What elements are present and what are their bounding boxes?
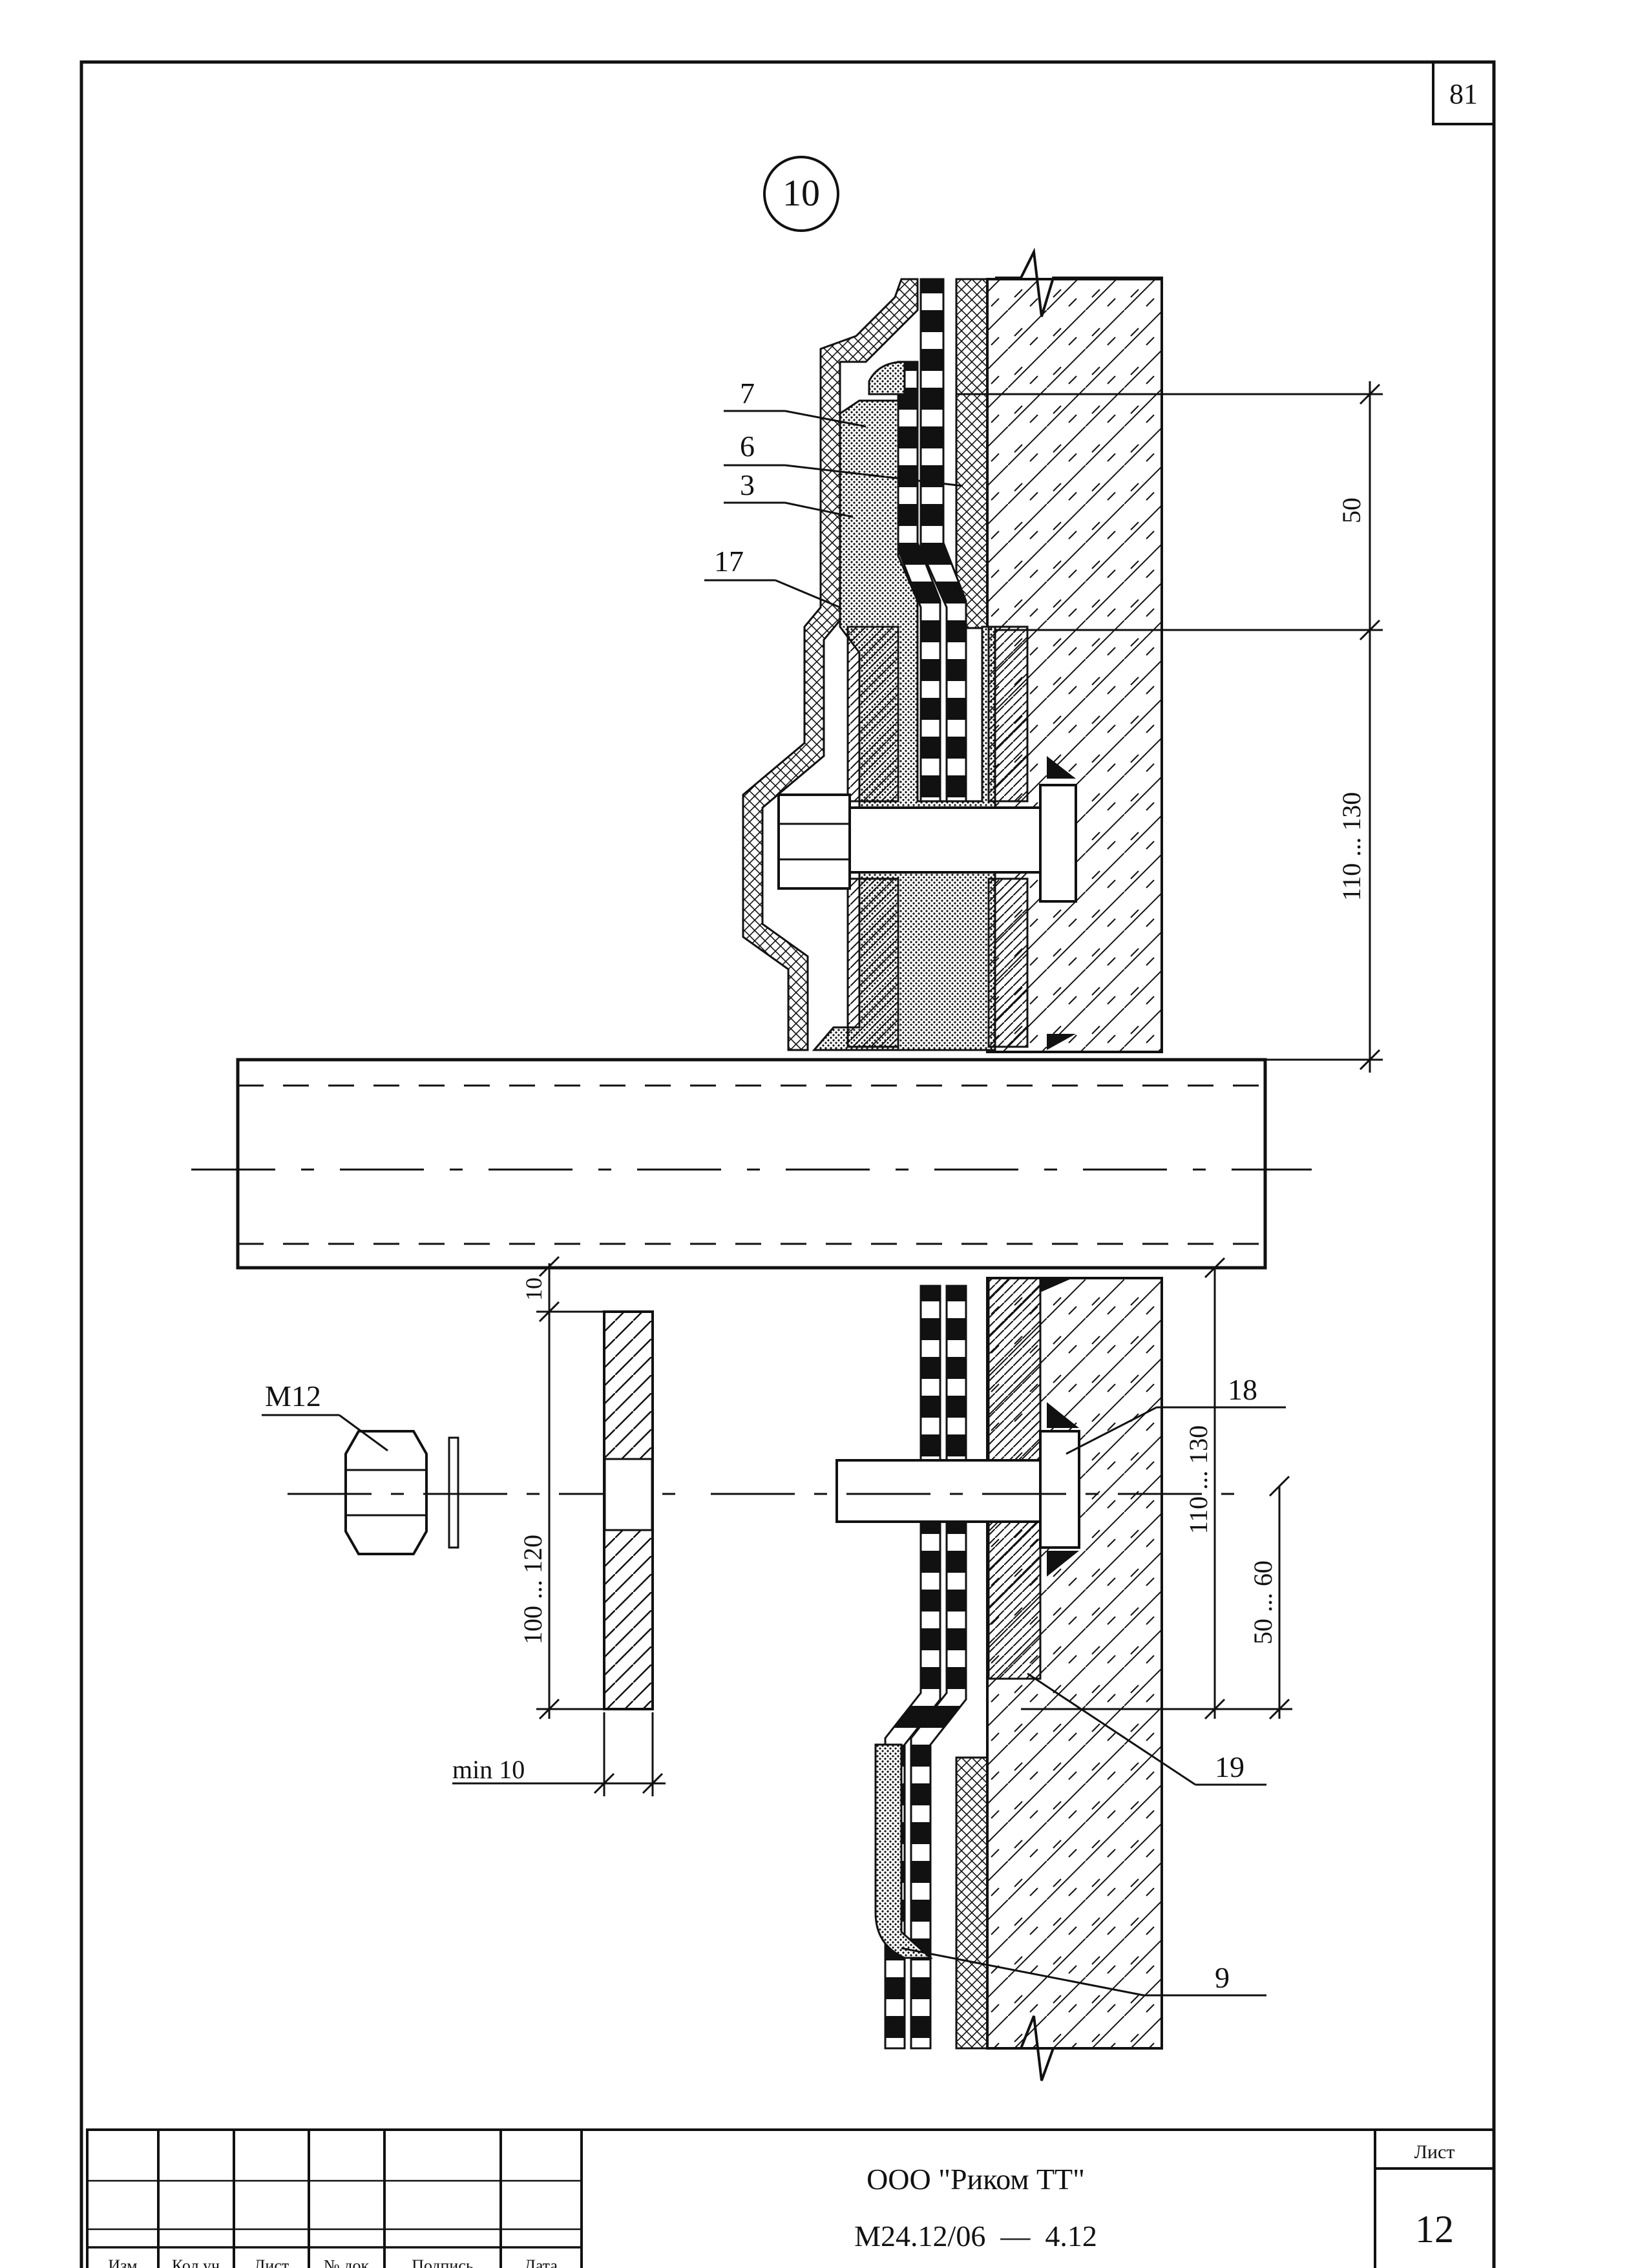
dim-100-120: 100 ... 120 <box>518 1535 547 1644</box>
upper-wall-section <box>742 247 1163 1053</box>
sealant-lip <box>868 361 906 395</box>
tb-col-signature: Подпись <box>412 2256 474 2268</box>
flange-right-upper <box>987 625 1029 803</box>
plate-hole <box>604 1458 653 1531</box>
wall-plate-lower <box>955 1756 989 2050</box>
weld-upper-2 <box>1047 1034 1076 1050</box>
dimensions <box>452 381 1383 1796</box>
tb-col-kol-uch: Кол уч <box>172 2256 220 2268</box>
document-code: М24.12/06 — 4.12 <box>854 2220 1097 2252</box>
flange-left-upper <box>846 625 899 803</box>
flange-left-lower <box>846 877 899 1048</box>
bolt-shaft-upper <box>845 806 1061 874</box>
weld-lower-1 <box>1047 1402 1079 1428</box>
bolt-shaft-lower <box>835 1459 1051 1523</box>
washer <box>448 1436 459 1549</box>
break-line-bottom <box>995 2015 1163 2081</box>
page-number: 81 <box>1449 78 1478 110</box>
flange-right-lower <box>987 877 1029 1048</box>
bolt-head-lower <box>1039 1430 1080 1549</box>
company-name: ООО "Риком ТТ" <box>867 2163 1085 2196</box>
callout-6: 6 <box>740 430 755 463</box>
detail-marker-number: 10 <box>782 172 820 214</box>
lower-wall-section <box>835 1277 1163 2081</box>
callout-7: 7 <box>740 377 755 410</box>
bolt-head-right <box>1039 784 1077 903</box>
pipe-body <box>236 1058 1267 1270</box>
pipe <box>191 1058 1312 1270</box>
detail-marker-circle <box>763 156 839 232</box>
callout-9: 9 <box>1215 1961 1230 1994</box>
dim-110-130-bottom: 110 ... 130 <box>1184 1425 1213 1535</box>
weld-lower-2 <box>1047 1551 1079 1577</box>
callout-3: 3 <box>740 468 755 501</box>
sheet-label: Лист <box>1414 2141 1455 2163</box>
wall-plate-upper <box>955 278 989 629</box>
bolt-size-label: M12 <box>265 1380 321 1412</box>
loose-parts <box>288 1310 1241 1710</box>
bolt-head-left <box>777 793 851 890</box>
cover-shield <box>742 278 919 1051</box>
callout-18: 18 <box>1228 1373 1257 1406</box>
dim-10: 10 <box>521 1277 547 1301</box>
page-number-box <box>1432 61 1495 125</box>
tb-col-doc: № док <box>324 2256 370 2268</box>
leader-lines <box>262 410 1286 1997</box>
tb-col-date: Дата <box>524 2256 558 2268</box>
title-block <box>86 2128 1495 2268</box>
sheet-number: 12 <box>1415 2208 1454 2251</box>
weld-upper-1 <box>1047 756 1076 779</box>
dim-110-130-top: 110 ... 130 <box>1337 792 1366 901</box>
hex-nut <box>344 1430 428 1555</box>
dim-min10: min 10 <box>452 1755 525 1784</box>
tb-col-list: Лист <box>254 2256 289 2268</box>
weld-lower-3 <box>1040 1278 1073 1292</box>
dim-50-60: 50 ... 60 <box>1248 1560 1277 1644</box>
break-line-top <box>995 247 1163 317</box>
callout-19: 19 <box>1215 1750 1245 1783</box>
dim-50: 50 <box>1337 498 1366 523</box>
callout-17: 17 <box>714 545 744 578</box>
tb-col-izm: Изм <box>108 2256 137 2268</box>
sheet-frame <box>79 60 1496 2268</box>
